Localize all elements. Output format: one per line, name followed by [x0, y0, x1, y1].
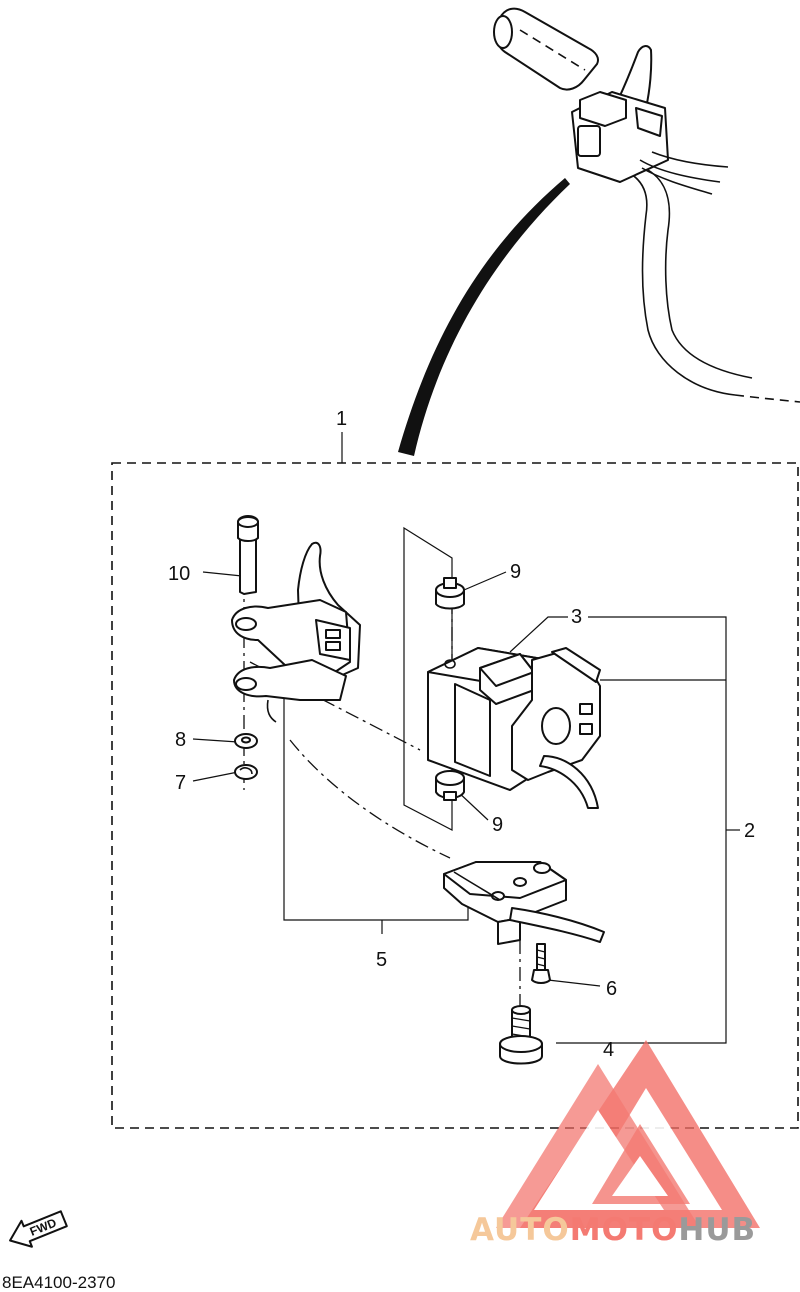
callout-7: 7: [175, 772, 186, 794]
fwd-arrow: FWD: [9, 1210, 68, 1248]
watermark-moto: MOTO: [570, 1212, 679, 1248]
lever-holder: [231, 541, 361, 723]
grommet-bottom: [435, 770, 465, 801]
callout-3: 3: [571, 606, 582, 628]
grommet-top: [435, 577, 465, 610]
callout-5: 5: [376, 949, 387, 971]
leader-lines: [192, 432, 740, 1044]
watermark-auto: AUTO: [470, 1212, 570, 1248]
callout-9-top: 9: [510, 561, 521, 583]
callout-4: 4: [603, 1039, 614, 1061]
handlebar-switch: [427, 647, 601, 809]
handlebar-assembly: [398, 7, 800, 456]
callout-6: 6: [606, 978, 617, 1000]
diagram-code: 8EA4100-2370: [2, 1273, 115, 1292]
callout-1: 1: [336, 408, 347, 430]
callout-2: 2: [744, 820, 755, 842]
watermark-hub: HUB: [678, 1212, 756, 1248]
nut: [234, 764, 258, 780]
screw-large: [499, 1005, 543, 1065]
watermark-text: AUTOMOTOHUB: [470, 1212, 756, 1248]
watermark-logo: [496, 1040, 760, 1228]
screw-small: [531, 943, 551, 984]
callout-8: 8: [175, 729, 186, 751]
washer: [234, 733, 258, 749]
callout-10: 10: [168, 563, 190, 585]
throttle-switch: [443, 861, 605, 945]
pivot-bolt: [237, 515, 259, 595]
callout-9-bottom: 9: [492, 814, 503, 836]
